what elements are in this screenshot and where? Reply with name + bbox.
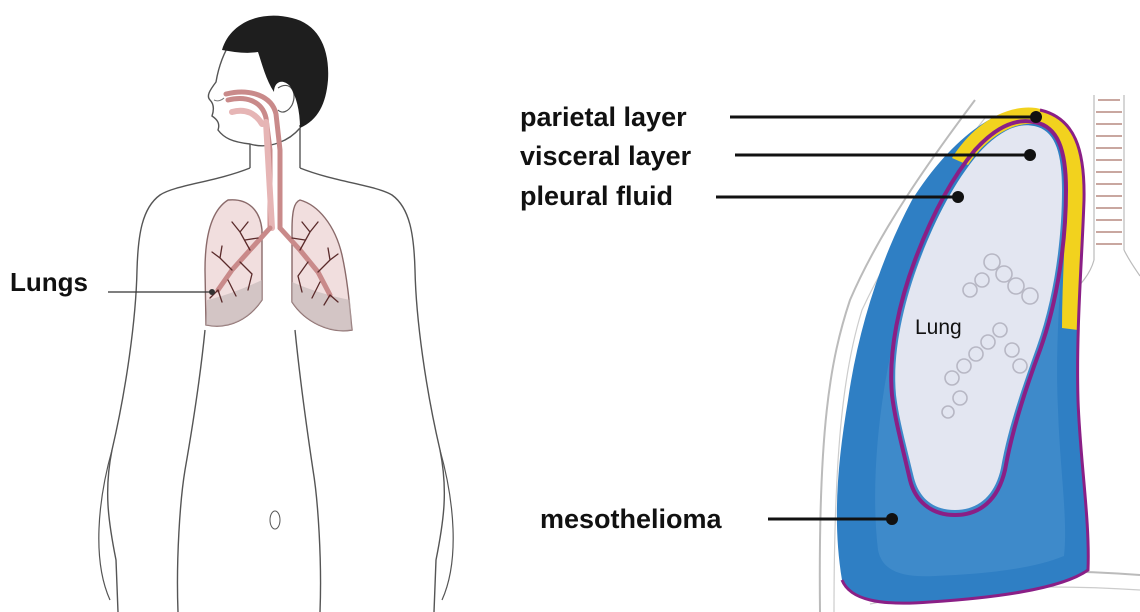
navel [270,511,280,529]
lungs-leader-dot [209,289,215,295]
mesothelioma-label: mesothelioma [540,504,723,534]
lungs-label: Lungs [10,267,88,297]
lung-label: Lung [915,316,962,339]
hands-outline [99,450,453,600]
torso-outline [108,168,445,612]
visceral-leader-dot [1024,149,1036,161]
parietal-leader-dot [1030,111,1042,123]
parietal-layer-label: parietal layer [520,102,687,132]
pleural-fluid-leader-dot [952,191,964,203]
pleura-cross-section: Lung parietal layer visceral layer pleur… [520,95,1140,612]
visceral-layer-label: visceral layer [520,141,692,171]
mesothelioma-leader-dot [886,513,898,525]
pleural-fluid-label: pleural fluid [520,181,673,211]
human-figure: Lungs [10,16,453,612]
